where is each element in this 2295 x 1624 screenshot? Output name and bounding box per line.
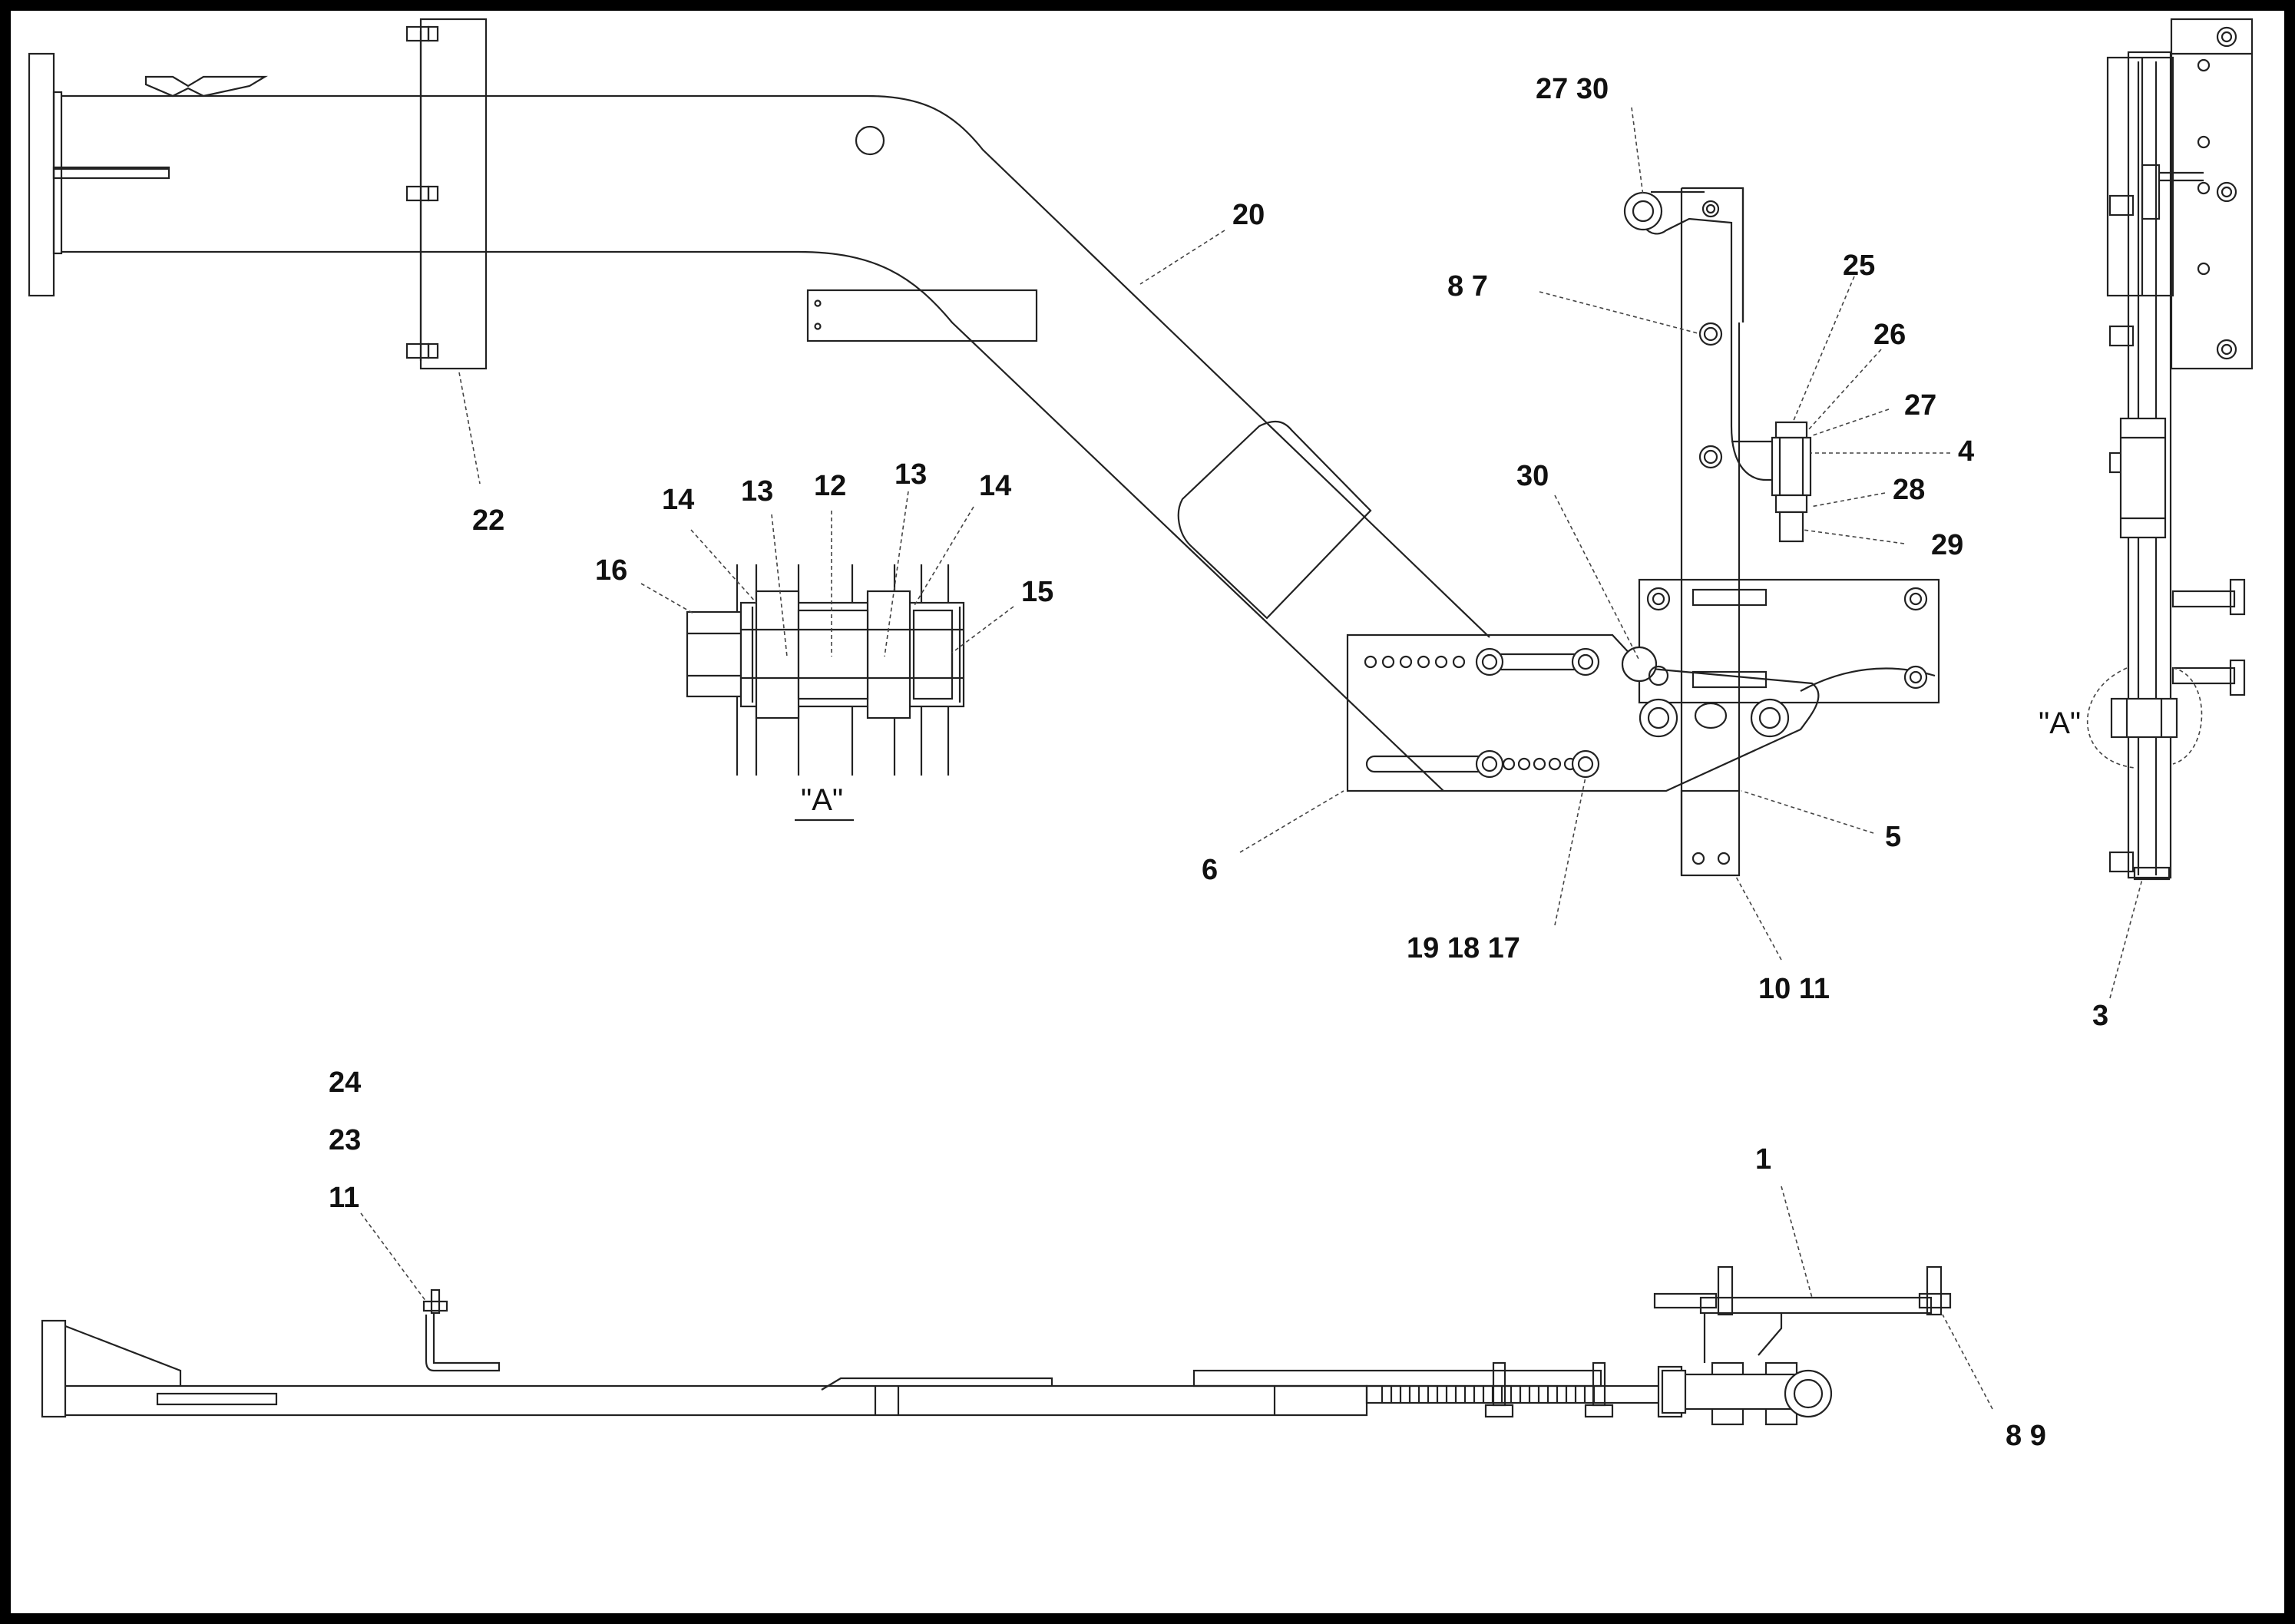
callout-29: 29 [1931, 529, 1963, 561]
mounting-plate-5 [1621, 578, 1940, 877]
callout-1: 1 [1755, 1143, 1771, 1176]
callout-24: 24 [329, 1067, 361, 1099]
callout-23: 23 [329, 1124, 361, 1156]
bracket-22 [419, 18, 488, 370]
callout-13-left: 13 [741, 475, 773, 508]
callout-3: 3 [2092, 1000, 2108, 1032]
leader-lines [360, 107, 2143, 1410]
callout-15: 15 [1021, 576, 1053, 608]
callout-10-11: 10 11 [1758, 973, 1830, 1005]
callout-11: 11 [329, 1182, 359, 1214]
callout-19-18-17: 19 18 17 [1407, 932, 1520, 964]
pivot-30 [1621, 646, 1658, 683]
serrated-edge [1381, 1386, 1596, 1403]
callout-12: 12 [814, 470, 846, 502]
callout-13-right: 13 [895, 458, 927, 491]
callout-30: 30 [1516, 460, 1549, 492]
arm-hole [855, 125, 885, 156]
detail-a-label: "A" [801, 783, 843, 817]
callout-5: 5 [1885, 821, 1901, 853]
section-a-label: "A" [2039, 706, 2081, 740]
callout-26: 26 [1873, 319, 1906, 351]
adjust-holes-row-1 [1364, 655, 1466, 669]
arm-assembly-top-view [28, 18, 1490, 792]
callout-4: 4 [1958, 435, 1974, 468]
bottom-view [41, 1265, 1952, 1426]
callout-8-7: 8 7 [1447, 270, 1488, 303]
callout-22: 22 [472, 504, 504, 537]
callout-6: 6 [1202, 854, 1218, 886]
callout-16: 16 [595, 554, 627, 587]
arm-pad [1177, 420, 1372, 620]
arm-lower-edge [61, 250, 1444, 792]
bolt-29 [1778, 511, 1804, 543]
detail-a-view [686, 564, 965, 776]
arm-plate [806, 289, 1038, 342]
callout-27-30-top: 27 30 [1536, 73, 1609, 105]
connection-plate-6 [1346, 633, 1820, 792]
nut-28 [1774, 494, 1808, 514]
flange-plate [52, 91, 63, 255]
arm-upper-edge [61, 94, 1490, 638]
callout-20: 20 [1232, 199, 1265, 231]
callout-14-right: 14 [979, 470, 1011, 502]
adjust-holes-row-2 [1502, 757, 1577, 771]
mounting-flange [28, 52, 55, 297]
callout-28: 28 [1893, 474, 1925, 506]
spacer-4 [1771, 436, 1812, 497]
vertical-bar [1623, 187, 1812, 875]
callout-14-left: 14 [662, 484, 694, 516]
callout-25: 25 [1843, 250, 1875, 282]
nut-26 [1774, 421, 1808, 439]
callout-8-9: 8 9 [2006, 1420, 2046, 1452]
arm-handle [144, 75, 268, 98]
slot-lower [1365, 755, 1491, 773]
callout-27: 27 [1904, 389, 1936, 422]
view-labels: "A" "A" [795, 706, 2081, 822]
side-view [2086, 18, 2254, 881]
callout-labels: 27 30 8 7 20 22 25 26 27 4 28 29 30 14 1… [329, 73, 2108, 1452]
top-eye [1623, 191, 1663, 231]
slot-upper [1488, 653, 1587, 671]
